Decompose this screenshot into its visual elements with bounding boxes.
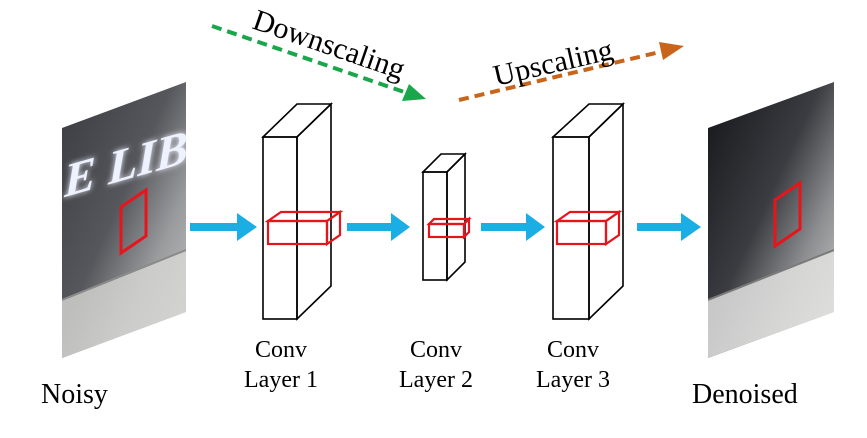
flow-arrow-2 xyxy=(347,213,410,241)
downscaling-label: Downscaling xyxy=(249,3,409,86)
conv-layer-1-block xyxy=(261,102,344,321)
noisy-image: E LIBRAR xyxy=(62,82,186,358)
conv-layer-1-kernel xyxy=(264,209,344,247)
layer-3-label-line2: Layer 3 xyxy=(536,367,610,393)
conv-layer-3-block xyxy=(550,102,625,321)
noisy-receptive-field xyxy=(119,187,148,256)
upscaling-label: Upscaling xyxy=(490,33,616,93)
layer-2-label-line2: Layer 2 xyxy=(399,367,473,393)
conv-layer-3-kernel xyxy=(553,209,623,247)
denoised-image: E LIBRAR xyxy=(708,0,867,358)
denoised-receptive-field xyxy=(773,180,802,249)
layer-1-label-line2: Layer 1 xyxy=(244,367,318,393)
flow-arrow-4 xyxy=(637,213,701,241)
flow-arrow-1 xyxy=(190,213,257,241)
conv-layer-2-block xyxy=(421,152,472,282)
denoised-label: Denoised xyxy=(692,379,798,410)
noisy-label: Noisy xyxy=(41,379,108,410)
layer-3-label-line1: Conv xyxy=(547,337,599,363)
conv-layer-2-kernel xyxy=(426,216,472,240)
upscaling-arrow xyxy=(458,42,684,102)
flow-arrows xyxy=(190,213,701,241)
downscaling-arrow xyxy=(211,24,426,101)
layer-1-label-line1: Conv xyxy=(255,337,307,363)
flow-arrow-3 xyxy=(481,213,545,241)
layer-2-label-line1: Conv xyxy=(410,337,462,363)
denoised-sign-text: E LIBRAR xyxy=(709,0,867,23)
